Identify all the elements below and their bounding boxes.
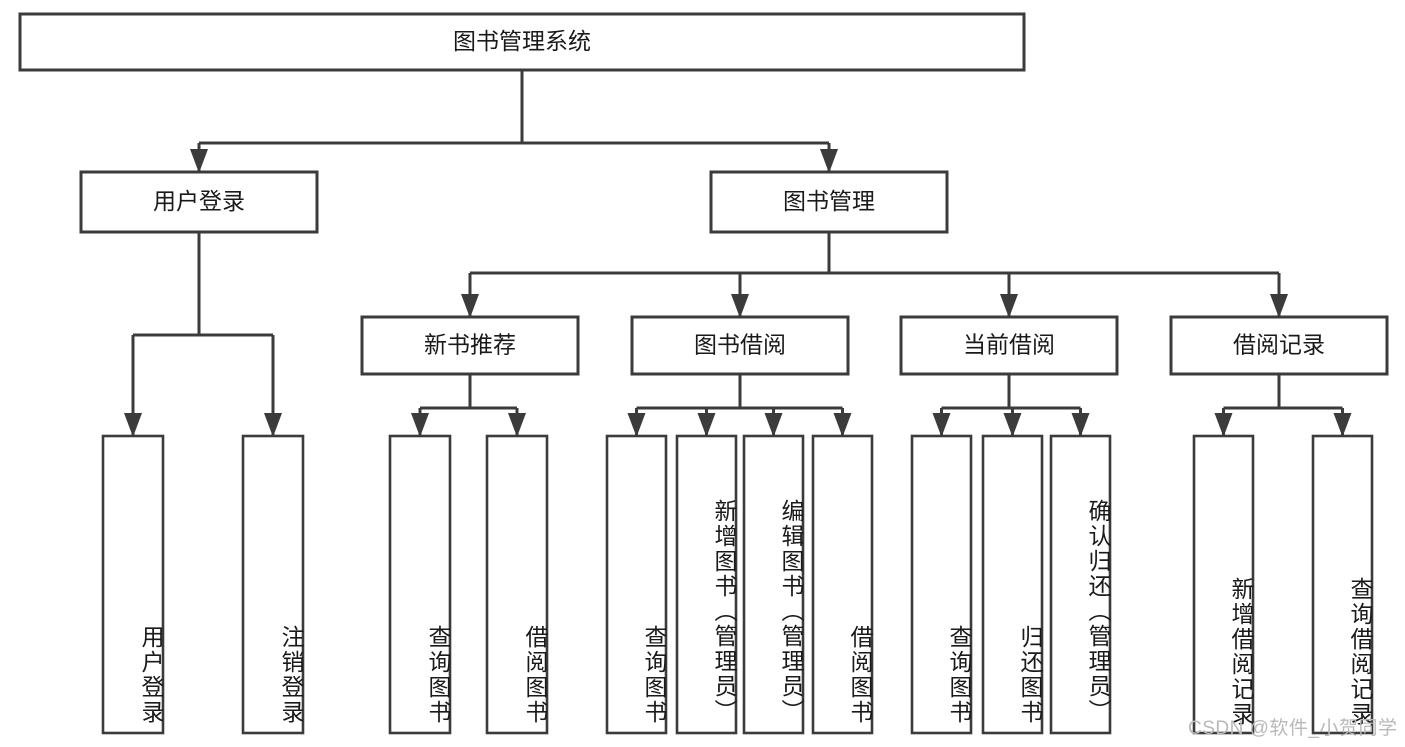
node-box-current-borrow[interactable] bbox=[899, 315, 1119, 376]
arrow-head-icon bbox=[1003, 413, 1022, 437]
watermark: CSDN @软件_小贺同学 bbox=[1188, 718, 1398, 739]
node-box-user-login[interactable] bbox=[79, 170, 319, 234]
node-box-book-borrow[interactable] bbox=[630, 315, 850, 376]
arrow-head-icon bbox=[461, 294, 479, 318]
node-box-leaf-confirm-return[interactable] bbox=[1049, 434, 1112, 735]
node-label-root: 图书管理系统 bbox=[453, 28, 591, 54]
node-label-user-login: 用户登录 bbox=[153, 188, 245, 214]
node-label-book-borrow: 图书借阅 bbox=[694, 332, 786, 358]
arrow-head-icon bbox=[1333, 413, 1352, 437]
node-boxes bbox=[18, 12, 1389, 735]
node-box-leaf-add-borrow-record[interactable] bbox=[1192, 434, 1255, 735]
connector-lines bbox=[124, 70, 1352, 437]
node-box-leaf-edit-book-admin[interactable] bbox=[742, 434, 805, 735]
arrow-head-icon bbox=[764, 413, 783, 437]
node-box-leaf-add-book-admin[interactable] bbox=[675, 434, 738, 735]
arrow-head-icon bbox=[1270, 294, 1288, 318]
arrow-head-icon bbox=[124, 413, 142, 437]
arrow-head-icon bbox=[264, 413, 282, 437]
node-box-leaf-query-book-cur[interactable] bbox=[910, 434, 973, 735]
arrow-head-icon bbox=[508, 413, 526, 437]
node-box-leaf-query-book-brw[interactable] bbox=[605, 434, 668, 735]
arrow-head-icon bbox=[731, 294, 749, 318]
node-box-leaf-return-book[interactable] bbox=[981, 434, 1044, 735]
node-box-leaf-user-login[interactable] bbox=[101, 434, 165, 735]
arrow-head-icon bbox=[833, 413, 852, 437]
node-box-root[interactable] bbox=[18, 12, 1026, 72]
node-label-current-borrow: 当前借阅 bbox=[963, 332, 1055, 358]
arrow-head-icon bbox=[697, 413, 716, 437]
node-box-leaf-borrow-book-brw[interactable] bbox=[811, 434, 874, 735]
arrow-head-icon bbox=[190, 149, 208, 173]
arrow-head-icon bbox=[820, 149, 838, 173]
node-box-leaf-borrow-book-rec[interactable] bbox=[485, 434, 549, 735]
node-box-book-management[interactable] bbox=[709, 170, 949, 234]
node-label-borrow-records: 借阅记录 bbox=[1233, 332, 1325, 358]
node-box-leaf-query-book-rec[interactable] bbox=[388, 434, 452, 735]
node-box-borrow-records[interactable] bbox=[1169, 315, 1389, 376]
node-label-book-management: 图书管理 bbox=[783, 188, 875, 214]
arrow-head-icon bbox=[1071, 413, 1090, 437]
node-box-leaf-query-borrow-record[interactable] bbox=[1311, 434, 1374, 735]
arrow-head-icon bbox=[1214, 413, 1233, 437]
node-label-new-book-recommend: 新书推荐 bbox=[424, 332, 516, 358]
arrow-head-icon bbox=[932, 413, 951, 437]
node-box-new-book-recommend[interactable] bbox=[360, 315, 580, 376]
arrow-head-icon bbox=[411, 413, 429, 437]
arrow-head-icon bbox=[627, 413, 646, 437]
node-box-leaf-user-logout[interactable] bbox=[241, 434, 305, 735]
arrow-head-icon bbox=[1000, 294, 1018, 318]
